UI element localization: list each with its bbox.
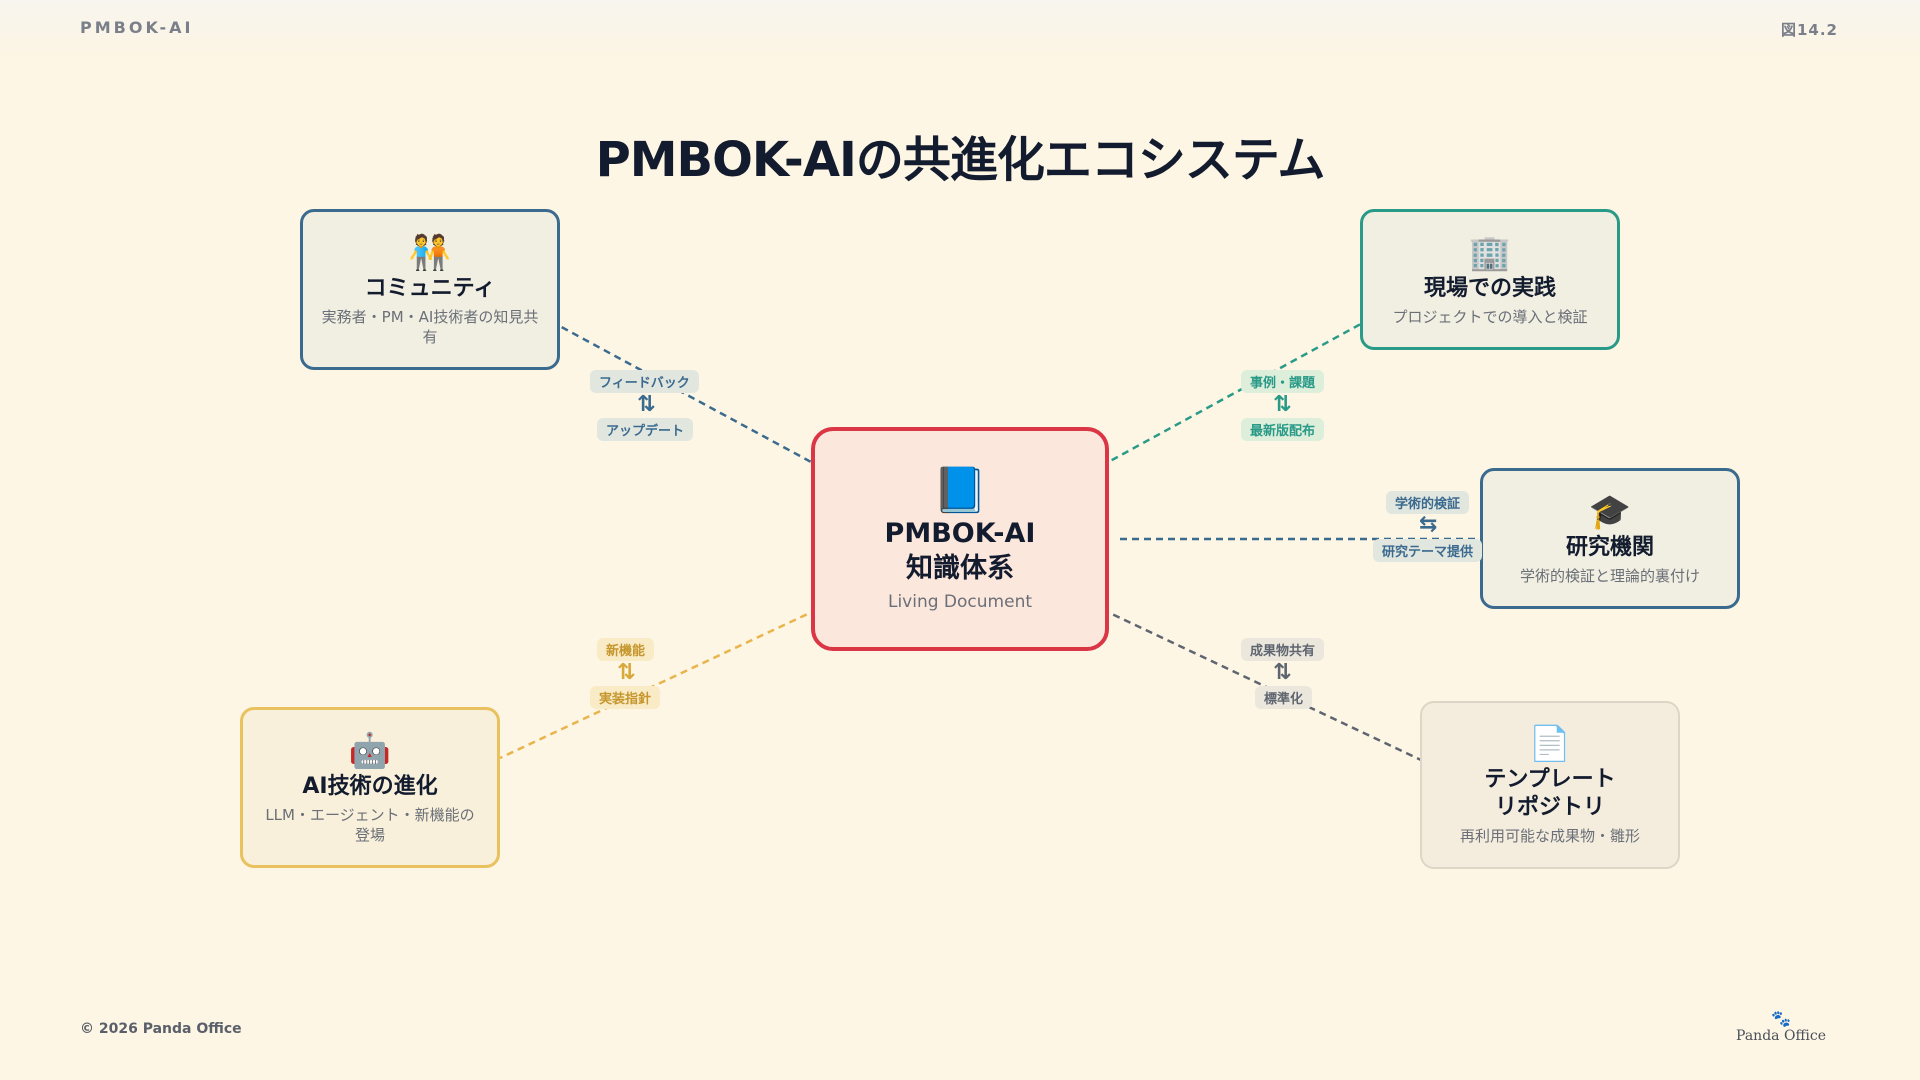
connector-line-templates <box>1058 587 1422 762</box>
node-template-repository: 📄 テンプレート リポジトリ 再利用可能な成果物・雛形 <box>1420 701 1680 869</box>
footer-copyright: © 2026 Panda Office <box>80 1021 242 1037</box>
connector-label-top: 成果物共有 <box>1241 638 1325 661</box>
bidirectional-arrow-icon: ⇅ <box>637 392 656 417</box>
node-title: コミュニティ <box>364 275 496 301</box>
node-practice: 🏢 現場での実践 プロジェクトでの導入と検証 <box>1360 209 1620 350</box>
connector-line-practice <box>1058 306 1391 491</box>
node-description: LLM・エージェント・新機能の登場 <box>265 805 475 844</box>
node-ai-evolution: 🤖 AI技術の進化 LLM・エージェント・新機能の登場 <box>240 707 500 868</box>
node-research: 🎓 研究機関 学術的検証と理論的裏付け <box>1480 468 1740 609</box>
connector-label-bottom: アップデート <box>597 418 694 441</box>
node-description: 実務者・PM・AI技術者の知見共有 <box>321 307 539 346</box>
connector-label-top: 学術的検証 <box>1386 491 1470 514</box>
node-community: 🧑‍🤝‍🧑 コミュニティ 実務者・PM・AI技術者の知見共有 <box>300 209 560 370</box>
people-icon: 🧑‍🤝‍🧑 <box>408 232 452 273</box>
connector-label-bottom: 研究テーマ提供 <box>1373 539 1483 562</box>
node-title-line1: テンプレート <box>1484 767 1616 792</box>
footer-logo-text: Panda Office <box>1736 1028 1826 1044</box>
office-building-icon: 🏢 <box>1468 232 1512 273</box>
paw-icon: 🐾 <box>1771 1009 1791 1028</box>
connector-label-top: フィードバック <box>590 370 699 393</box>
connector-label-bottom: 標準化 <box>1255 686 1313 709</box>
robot-icon: 🤖 <box>348 730 392 771</box>
page-title: PMBOK-AIの共進化エコシステム <box>595 132 1326 188</box>
node-description: 再利用可能な成果物・雛形 <box>1459 827 1640 845</box>
node-title: 現場での実践 <box>1423 275 1556 301</box>
brand-label: PMBOK-AI <box>80 18 194 37</box>
bidirectional-arrow-icon: ⇅ <box>1273 660 1292 685</box>
bidirectional-arrow-icon: ⇅ <box>617 660 636 685</box>
connector-label-bottom: 実装指針 <box>590 686 661 709</box>
node-title-line2: リポジトリ <box>1494 795 1605 820</box>
center-title-line2: 知識体系 <box>906 553 1014 584</box>
connector-line-community <box>529 308 862 491</box>
node-description: 学術的検証と理論的裏付け <box>1519 566 1700 585</box>
book-icon: 📘 <box>932 465 988 516</box>
connector-label-top: 事例・課題 <box>1241 370 1325 393</box>
figure-number: 図14.2 <box>1780 21 1838 39</box>
footer-logo: 🐾 Panda Office <box>1736 1009 1826 1045</box>
bidirectional-arrow-icon: ⇅ <box>1273 392 1292 417</box>
center-node-pmbok-ai: 📘 PMBOK-AI 知識体系 Living Document <box>811 427 1109 651</box>
node-title: 研究機関 <box>1565 534 1654 560</box>
connector-label-bottom: 最新版配布 <box>1241 418 1325 441</box>
center-subtitle: Living Document <box>887 592 1033 612</box>
graduation-cap-icon: 🎓 <box>1588 491 1632 532</box>
document-icon: 📄 <box>1528 724 1572 764</box>
connector-line-ai <box>499 587 862 760</box>
header-bar <box>0 0 1920 56</box>
center-title-line1: PMBOK-AI <box>884 518 1036 549</box>
node-title: AI技術の進化 <box>302 773 438 799</box>
node-description: プロジェクトでの導入と検証 <box>1392 307 1588 326</box>
connector-label-top: 新機能 <box>597 638 655 661</box>
bidirectional-arrow-icon: ⇆ <box>1419 512 1438 537</box>
